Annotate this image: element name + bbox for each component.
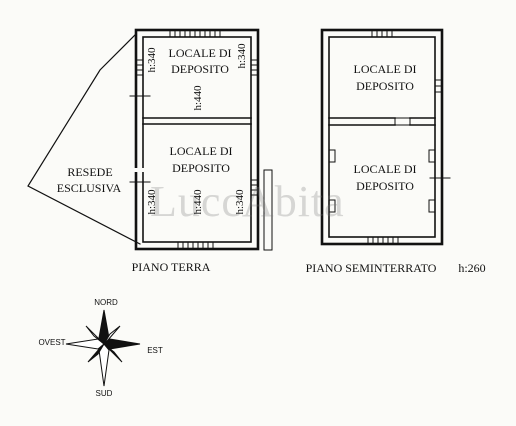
basement-bottom-room-name-line1: LOCALE DI bbox=[353, 162, 417, 176]
ground-top-room-name-line2: DEPOSITO bbox=[171, 62, 229, 76]
compass-south-label: SUD bbox=[95, 389, 113, 398]
basement-top-room-name-line2: DEPOSITO bbox=[356, 79, 414, 93]
yard-boundary bbox=[27, 33, 141, 245]
ground-windows bbox=[135, 29, 259, 250]
ground-bottom-room-height-center: h:440 bbox=[192, 189, 204, 215]
ground-top-room-height-center: h:440 bbox=[192, 85, 204, 111]
compass-east-label: EST bbox=[147, 346, 163, 355]
yard-label-line2: ESCLUSIVA bbox=[56, 181, 122, 195]
compass-north-label: NORD bbox=[94, 298, 118, 307]
compass-rose-icon bbox=[65, 309, 141, 387]
ground-floor-title: PIANO TERRA bbox=[131, 260, 211, 274]
ground-inner-wall bbox=[142, 36, 252, 243]
ground-outer-wall bbox=[134, 28, 260, 251]
basement-top-room-name-line1: LOCALE DI bbox=[353, 62, 417, 76]
yard-label-line1: RESEDE bbox=[67, 165, 113, 179]
compass-west-label: OVEST bbox=[38, 338, 66, 347]
basement-title: PIANO SEMINTERRATO bbox=[305, 261, 437, 275]
basement-height: h:260 bbox=[458, 261, 486, 275]
ground-top-room-name-line1: LOCALE DI bbox=[168, 46, 232, 60]
ground-top-room-height-left: h:340 bbox=[146, 47, 158, 73]
ground-bottom-room-name-line1: LOCALE DI bbox=[169, 144, 233, 158]
basement-bottom-room-name-line2: DEPOSITO bbox=[356, 179, 414, 193]
ground-floor-plan bbox=[27, 28, 273, 251]
ground-top-room-height-right: h:340 bbox=[236, 43, 248, 69]
ground-bottom-room-name-line2: DEPOSITO bbox=[172, 161, 230, 175]
ground-bottom-room-height-left: h:340 bbox=[146, 189, 158, 215]
ground-bottom-room-height-right: h:340 bbox=[234, 189, 246, 215]
basement-plan bbox=[320, 28, 451, 246]
watermark: LuccAbita bbox=[150, 177, 345, 226]
